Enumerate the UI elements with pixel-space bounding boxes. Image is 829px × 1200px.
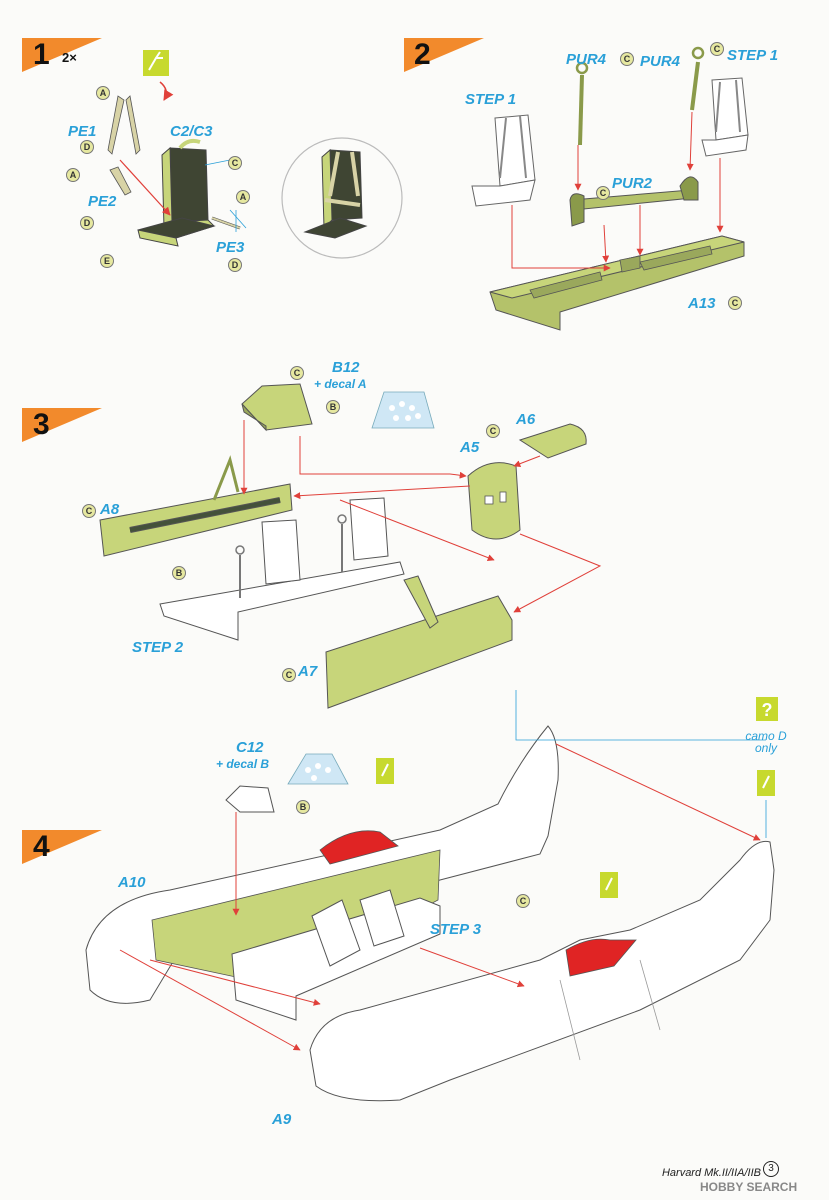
- cockpit-assembly-step3: [231, 889, 441, 1021]
- step-number-4: 4: [33, 830, 50, 863]
- paint-code-tag: C: [516, 894, 530, 908]
- seat-outline-left: [471, 114, 536, 207]
- paint-code-tag: C: [710, 42, 724, 56]
- step3-arrows: [240, 420, 602, 613]
- label-a13: A13: [688, 295, 716, 312]
- fuselage-half-a9: [309, 840, 775, 1102]
- instrument-panel-b12: [241, 383, 313, 432]
- label-pe3: PE3: [216, 239, 245, 256]
- side-frame-a8: [99, 455, 293, 557]
- paint-code-tag: C: [486, 424, 500, 438]
- step-number-2: 2: [414, 38, 431, 71]
- label-a5: A5: [460, 439, 480, 456]
- paint-code-tag: C: [82, 504, 96, 518]
- decal-a-preview: [371, 391, 435, 429]
- label-a7: A7: [298, 663, 318, 680]
- paint-code-tag: B: [172, 566, 186, 580]
- label-step1-left: STEP 1: [465, 91, 517, 108]
- question-mark-icon: ?: [756, 697, 778, 721]
- label-b12: B12: [332, 359, 360, 376]
- side-panel-a7: [325, 575, 513, 709]
- label-c2-c3: C2/C3: [170, 123, 213, 140]
- paint-code-tag: C: [290, 366, 304, 380]
- label-pe1: PE1: [68, 123, 97, 140]
- seat-outline-right: [701, 77, 749, 157]
- step4-arrows: [119, 690, 767, 1051]
- step-banner-4: [22, 830, 102, 864]
- paint-code-tag: C: [620, 52, 634, 66]
- label-camo-d-only: camo D only: [745, 729, 787, 755]
- bulkhead-a5: [467, 462, 521, 540]
- instrument-panel-c12: [225, 785, 275, 813]
- paint-code-tag: E: [100, 254, 114, 268]
- seat-detail-circle: [281, 137, 403, 259]
- paint-code-tag: A: [66, 168, 80, 182]
- label-pur2: PUR2: [612, 175, 653, 192]
- option-marker-3: [757, 770, 775, 796]
- label-step2: STEP 2: [132, 639, 184, 656]
- option-marker-2: [600, 872, 618, 898]
- step-banner-1: [22, 38, 102, 72]
- paint-code-tag: D: [80, 216, 94, 230]
- paint-code-tag: B: [296, 800, 310, 814]
- pe3-hardware: [229, 209, 247, 232]
- panel-a6: [518, 423, 587, 459]
- rudder-pedals-pur2: [569, 176, 699, 227]
- paint-code-tag: C: [596, 186, 610, 200]
- cockpit-assembly-step2: [159, 497, 405, 641]
- paint-code-tag: B: [326, 400, 340, 414]
- cockpit-floor-a13: [489, 235, 745, 331]
- label-step1-right: STEP 1: [727, 47, 779, 64]
- label-a8: A8: [100, 501, 120, 518]
- step-number-3: 3: [33, 408, 50, 441]
- paint-code-tag: D: [228, 258, 242, 272]
- paint-code-tag: A: [236, 190, 250, 204]
- decal-b-preview: [287, 753, 349, 785]
- label-a9: A9: [272, 1111, 292, 1128]
- label-pe2: PE2: [88, 193, 117, 210]
- label-a10: A10: [118, 874, 146, 891]
- option-marker-1: [376, 758, 394, 784]
- label-pur4-left: PUR4: [566, 51, 607, 68]
- step-multiplier: 2×: [62, 50, 77, 65]
- footer-title: Harvard Mk.II/IIA/IIB: [661, 1167, 761, 1179]
- svg-text:?: ?: [762, 700, 773, 720]
- control-stick-pur4: [575, 46, 705, 146]
- label-step3: STEP 3: [430, 921, 482, 938]
- seat-belts-pe1: [107, 95, 241, 230]
- paint-code-tag: C: [228, 156, 242, 170]
- step-banner-2: [404, 38, 484, 72]
- label-pur4-right: PUR4: [640, 53, 681, 70]
- step-number-1: 1: [33, 38, 50, 71]
- step-banner-3: [22, 408, 102, 442]
- label-decal-a: + decal A: [314, 377, 367, 391]
- paint-code-tag: A: [96, 86, 110, 100]
- paint-code-tag: C: [282, 668, 296, 682]
- step2-arrows: [511, 111, 724, 272]
- seat-c2-c3: [119, 138, 231, 247]
- watermark: HOBBY SEARCH: [700, 1180, 798, 1194]
- label-c12: C12: [236, 739, 264, 756]
- label-a6: A6: [516, 411, 536, 428]
- label-decal-b: + decal B: [216, 757, 270, 771]
- page-number: 3: [763, 1161, 779, 1177]
- paint-code-tag: D: [80, 140, 94, 154]
- paint-code-tag: C: [728, 296, 742, 310]
- photo-etch-icon: [143, 50, 174, 101]
